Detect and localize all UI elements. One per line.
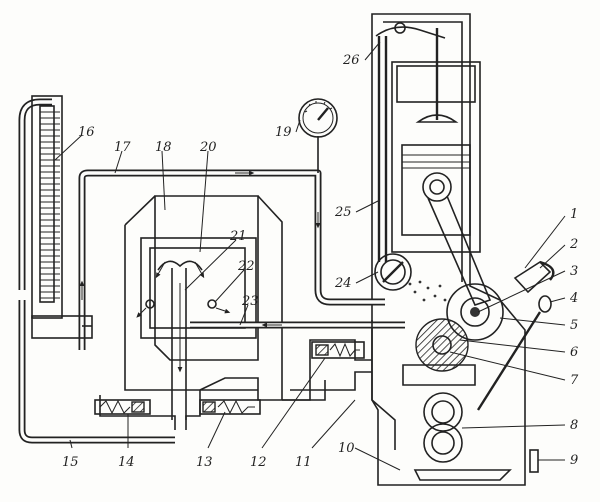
callout-6: 6 (570, 345, 578, 360)
relief-valve-13 (199, 399, 261, 415)
callout-4: 4 (569, 291, 578, 306)
callout-19: 19 (275, 125, 292, 140)
cooler-bottom-tank (31, 315, 93, 339)
filter-element (140, 237, 257, 339)
gauge-needle (317, 107, 329, 121)
callout-14: 14 (118, 455, 135, 470)
callout-7: 7 (570, 373, 579, 388)
piston-pin (422, 172, 452, 202)
leader-lines (54, 41, 566, 471)
drain-plug (529, 449, 539, 473)
callout-17: 17 (114, 140, 131, 155)
rocker-arm (375, 26, 446, 39)
callout-21: 21 (229, 229, 247, 244)
callout-25: 25 (334, 205, 352, 220)
callout-12: 12 (250, 455, 267, 470)
callout-10: 10 (338, 441, 355, 456)
callout-24: 24 (334, 276, 352, 291)
relief-valve-14 (94, 399, 151, 415)
oil-sump (413, 469, 512, 481)
callout-labels: 1 2 3 4 5 6 7 8 9 10 11 12 13 14 15 16 1… (62, 53, 579, 470)
oil-spray (408, 280, 447, 302)
dipstick-handle (538, 295, 552, 313)
dipstick (476, 311, 542, 411)
pressure-gauge (298, 98, 338, 138)
engine-block (371, 13, 555, 486)
crankshaft (446, 283, 504, 341)
oil-pump-gear-lower (423, 423, 463, 463)
oil-cooler (31, 95, 93, 339)
cooler-fins (40, 111, 60, 299)
breather (513, 260, 552, 294)
callout-2: 2 (569, 237, 578, 252)
callout-8: 8 (570, 418, 578, 433)
oil-lines (18, 98, 405, 450)
oil-pump-gear-upper (423, 392, 463, 432)
tappet (374, 253, 412, 291)
callout-19-20: 20 (199, 140, 217, 155)
callout-15: 15 (62, 455, 79, 470)
relief-valve-12 (311, 341, 365, 359)
callout-22: 22 (237, 259, 255, 274)
callout-16: 16 (78, 125, 95, 140)
valve-head (415, 114, 459, 123)
callout-26: 26 (342, 53, 360, 68)
connecting-rod (427, 195, 492, 306)
callout-23: 23 (241, 294, 259, 309)
callout-1: 1 (570, 207, 578, 222)
callout-5: 5 (570, 318, 578, 333)
callout-11: 11 (295, 455, 312, 470)
callout-9: 9 (570, 453, 578, 468)
camshaft-gear (415, 318, 469, 372)
callout-13: 13 (196, 455, 213, 470)
callout-3: 3 (570, 264, 578, 279)
piston (401, 144, 471, 236)
callout-18: 18 (155, 140, 172, 155)
